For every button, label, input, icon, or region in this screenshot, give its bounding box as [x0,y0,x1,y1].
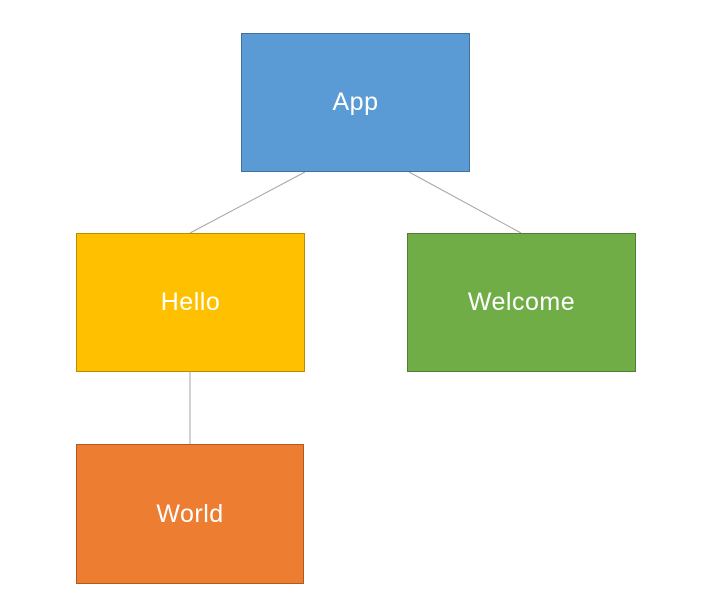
node-app[interactable]: App [241,33,470,172]
node-welcome[interactable]: Welcome [407,233,636,372]
node-app-label: App [332,88,379,116]
node-world[interactable]: World [76,444,304,584]
node-welcome-label: Welcome [467,288,576,316]
node-hello[interactable]: Hello [76,233,305,372]
connector-app-to-welcome [408,171,522,234]
node-world-label: World [156,499,224,528]
node-hello-label: Hello [160,288,221,316]
connector-app-to-hello [189,171,306,234]
